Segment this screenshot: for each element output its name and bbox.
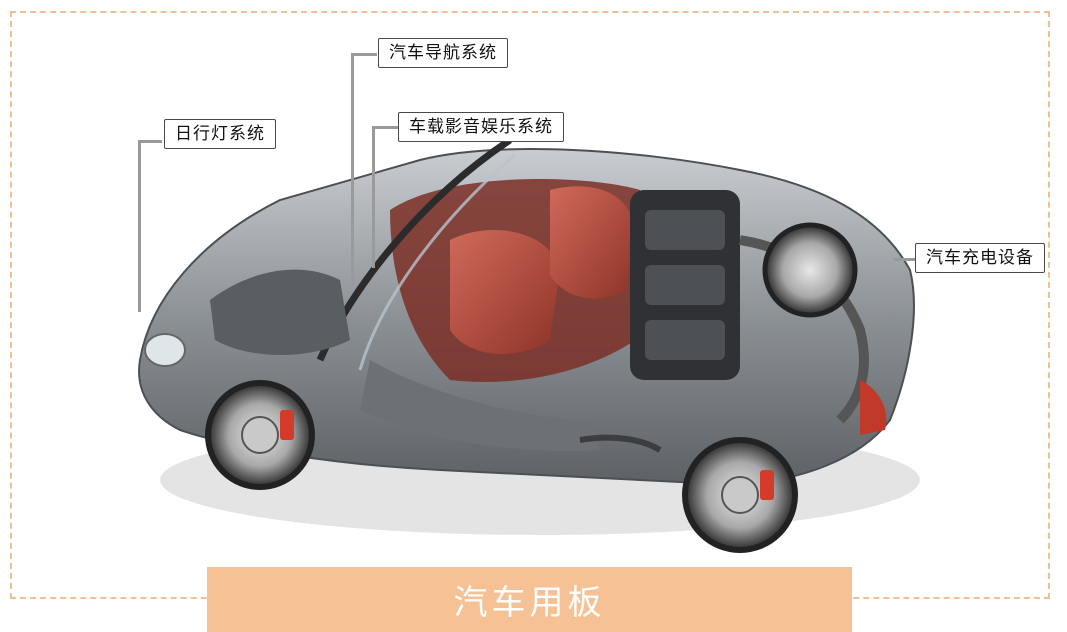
callout-infotainment: 车载影音娱乐系统 — [398, 112, 564, 142]
banner-title: 汽车用板 — [453, 583, 606, 623]
leader-line-infotainment — [372, 128, 375, 268]
callout-charging: 汽车充电设备 — [915, 243, 1045, 273]
leader-line-daytime-lights — [138, 142, 141, 312]
taillight — [860, 380, 887, 435]
rear-wheel-top — [762, 222, 858, 318]
headlight — [144, 333, 186, 367]
door-panel — [360, 360, 600, 451]
callout-navigation: 汽车导航系统 — [378, 38, 508, 68]
seat-left — [450, 230, 560, 354]
callout-daytime-lights: 日行灯系统 — [164, 119, 276, 149]
leader-line-charging — [893, 258, 915, 261]
car-cutaway-illustration — [138, 137, 920, 553]
leader-line-navigation-h — [351, 53, 377, 56]
leader-line-infotainment-h — [372, 126, 398, 129]
title-banner: 汽车用板 — [207, 567, 852, 632]
leader-line-daytime-lights-h — [138, 140, 162, 143]
seat-right — [550, 186, 635, 299]
leader-line-navigation — [351, 55, 354, 285]
